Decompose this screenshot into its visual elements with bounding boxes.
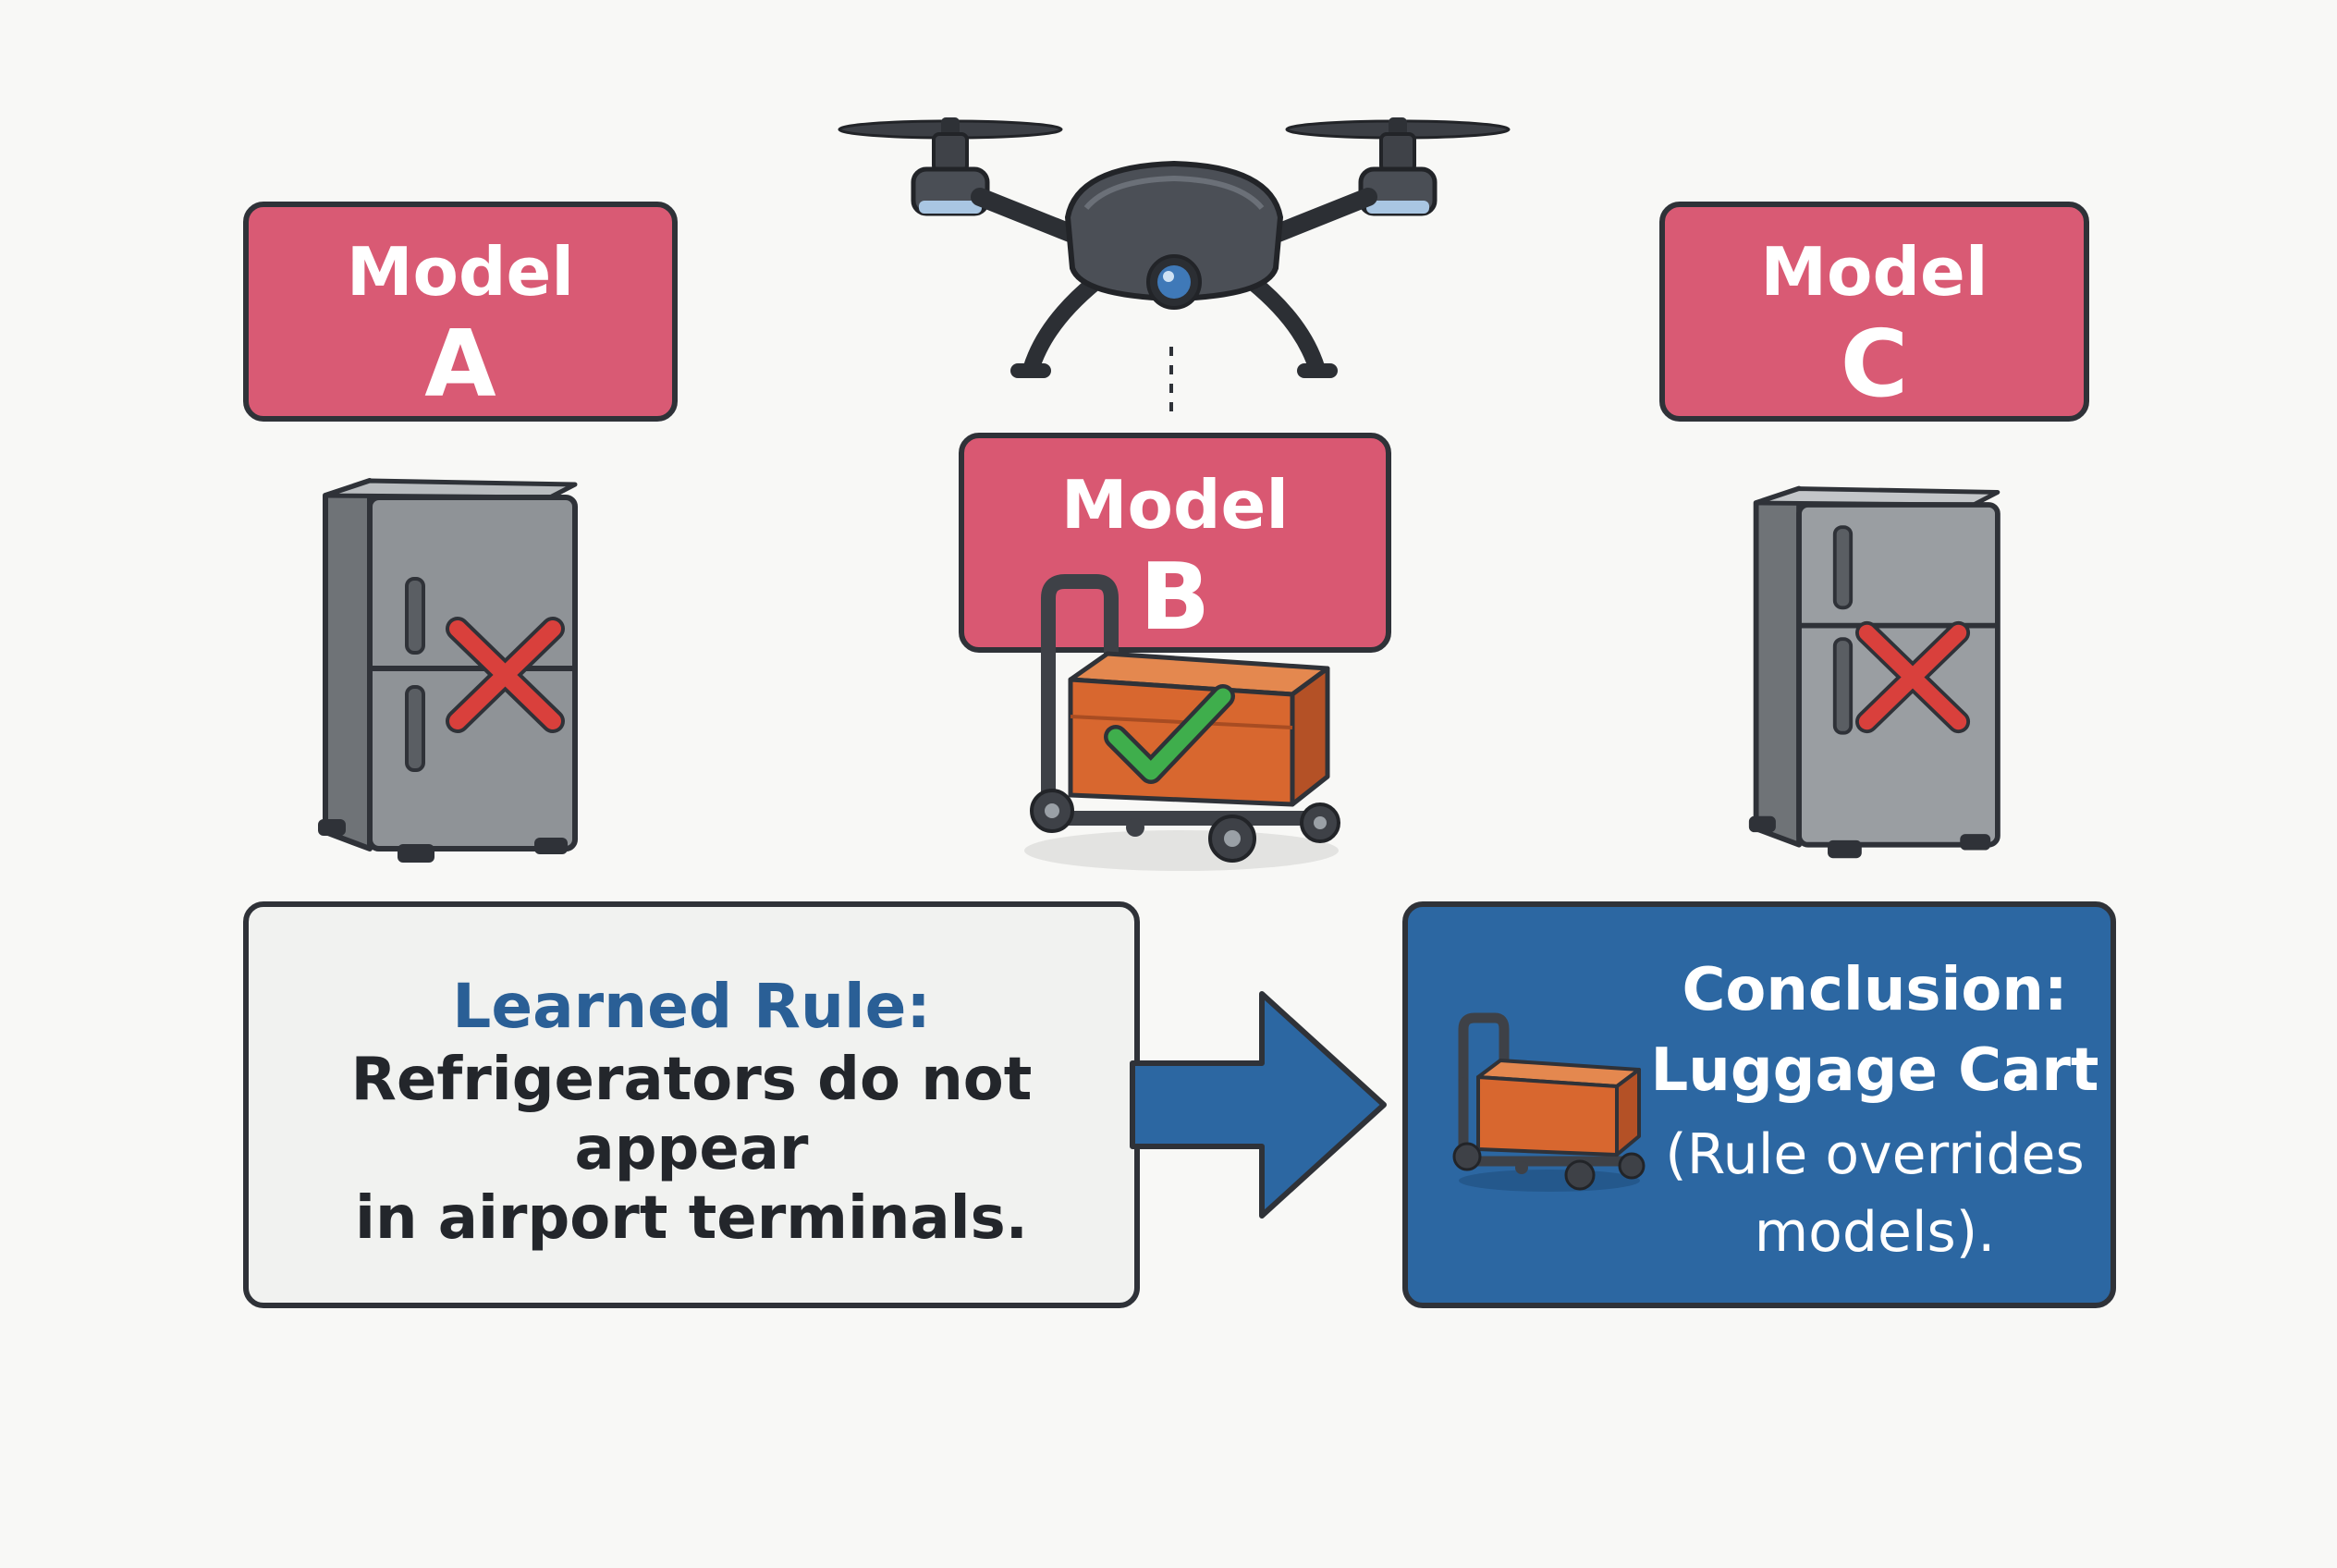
drone-icon — [838, 117, 1511, 378]
model-a-label: Model — [346, 233, 575, 311]
learned-rule-line-1: Refrigerators do not — [350, 1046, 1033, 1114]
drone-link-line — [1169, 347, 1173, 421]
model-b-label: Model — [1060, 466, 1290, 544]
conclusion-heading: Conclusion: — [1682, 956, 2068, 1024]
red-x-icon — [446, 617, 565, 733]
conclusion-subject: Luggage Cart — [1650, 1036, 2099, 1105]
model-c-letter: C — [1840, 310, 1909, 418]
green-check-icon — [1104, 684, 1235, 784]
luggage-cart-icon — [1024, 574, 1340, 871]
model-a-letter: A — [424, 310, 496, 418]
model-c-label: Model — [1760, 233, 1988, 311]
model-b-letter: B — [1139, 543, 1211, 651]
refrigerator-icon — [318, 478, 578, 863]
red-x-icon — [1855, 620, 1971, 734]
model-a-box: Model A — [243, 202, 678, 422]
conclusion-note-line-1: (Rule overrides — [1665, 1122, 2085, 1187]
learned-rule-line-2: appear — [574, 1115, 809, 1183]
conclusion-note-line-2: models). — [1754, 1200, 1996, 1265]
conclusion-box: Conclusion: Luggage Cart (Rule overrides… — [1402, 901, 2116, 1308]
right-arrow-icon — [1130, 991, 1387, 1219]
learned-rule-box: Learned Rule: Refrigerators do not appea… — [243, 901, 1140, 1308]
model-b-box: Model B — [959, 433, 1391, 653]
learned-rule-line-3: in airport terminals. — [355, 1184, 1028, 1253]
model-c-box: Model C — [1659, 202, 2089, 422]
learned-rule-heading: Learned Rule: — [452, 971, 931, 1042]
luggage-cart-icon — [1452, 1012, 1646, 1192]
